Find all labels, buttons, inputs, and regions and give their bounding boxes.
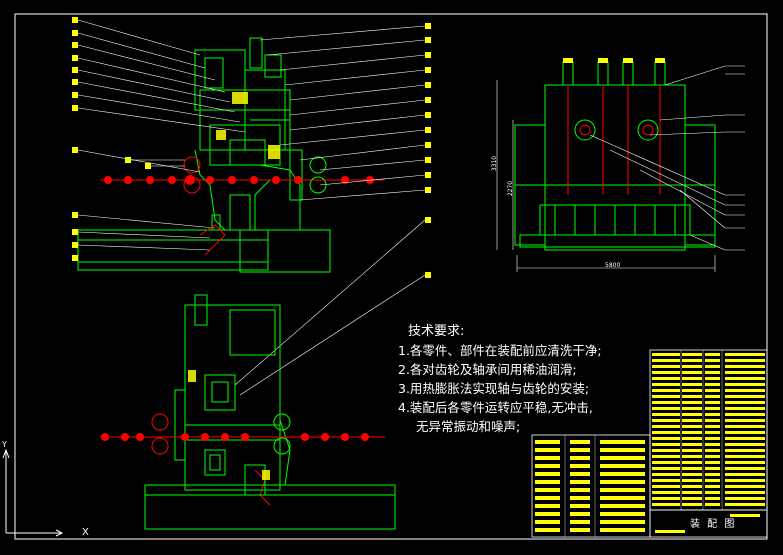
title-block-drawing-name: 装 配 图	[690, 519, 737, 530]
notes-title: 技术要求:	[408, 324, 465, 339]
dimension-height-inner: 2270	[507, 180, 515, 197]
drawing-border	[14, 13, 768, 540]
notes-line: 3.用热膨胀法实现轴与齿轮的安装;	[398, 381, 590, 396]
front-view-hatch	[216, 92, 280, 159]
side-view[interactable]	[514, 61, 716, 251]
section-view[interactable]	[144, 294, 396, 530]
notes-line: 无异常振动和噪声;	[416, 419, 521, 434]
side-view-columns	[567, 85, 661, 195]
roller-line-top[interactable]	[100, 156, 385, 194]
technical-requirements: 技术要求: 1.各零件、部件在装配前应清洗干净; 2.各对齿轮及轴承间用稀油润滑…	[398, 322, 648, 436]
spring-detail-front	[199, 224, 271, 506]
notes-line: 1.各零件、部件在装配前应清洗干净;	[398, 343, 602, 358]
title-block[interactable]	[531, 434, 768, 538]
parts-list[interactable]	[649, 349, 768, 511]
notes-line: 4.装配后各零件运转应平稳,无冲击,	[398, 400, 593, 415]
ucs-icon	[2, 448, 64, 537]
section-view-hatch	[188, 370, 270, 480]
part-number-tags-front[interactable]	[72, 17, 431, 278]
side-view-tags[interactable]	[563, 58, 665, 63]
front-view[interactable]	[77, 37, 331, 273]
axis-x-label: X	[82, 527, 89, 538]
dimension-lines-side	[496, 65, 745, 272]
dimension-width-total: 5800	[605, 262, 621, 269]
notes-line: 2.各对齿轮及轴承间用稀油润滑;	[398, 362, 577, 377]
leader-lines-front	[77, 19, 426, 396]
axis-y-label: Y	[2, 440, 7, 449]
roller-line-bottom[interactable]	[100, 413, 385, 455]
dimension-height-total: 3310	[491, 155, 499, 172]
